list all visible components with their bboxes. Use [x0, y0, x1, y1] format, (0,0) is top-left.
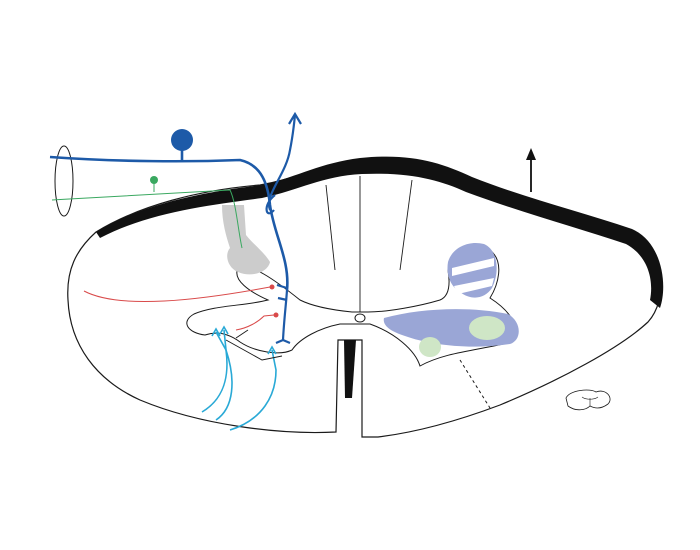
spinal-cord-thumbnail-icon	[566, 390, 610, 410]
nucleus-green-large	[469, 316, 505, 340]
ganglion-cell-body	[171, 129, 193, 151]
central-canal	[355, 314, 365, 322]
small-afferent-cell-body	[150, 176, 158, 184]
nucleus-green-small	[419, 337, 441, 357]
synapse-dot	[274, 313, 279, 318]
synapse-dot	[270, 285, 275, 290]
arrow-up-icon	[526, 148, 536, 160]
ventral-fissure	[344, 340, 356, 398]
